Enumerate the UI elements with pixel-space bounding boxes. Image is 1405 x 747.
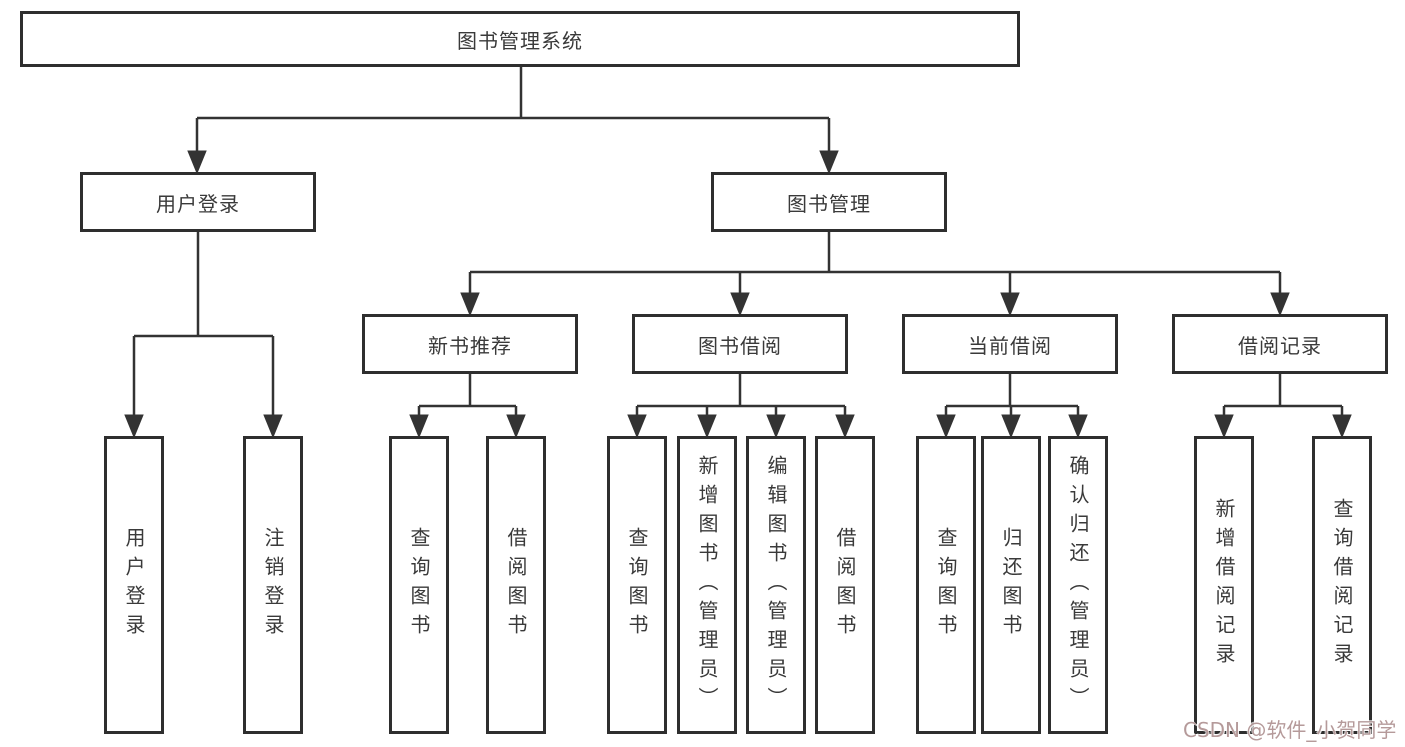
node-new-book-recommend: 新书推荐 (362, 314, 578, 374)
node-label: 新书推荐 (428, 333, 512, 358)
node-current-borrowing: 当前借阅 (902, 314, 1118, 374)
node-label: 用户登录 (156, 191, 240, 216)
connector-new-book-recommend-to-leaves (409, 374, 526, 439)
node-label: 用户登录 (122, 527, 146, 643)
leaf-cb-confirm-return-admin: 确认归还（管理员） (1048, 436, 1108, 734)
node-label: 借阅图书 (504, 527, 528, 643)
node-label: 注销登录 (261, 527, 285, 643)
connector-root-to-level2 (187, 67, 839, 175)
node-label: 查询图书 (934, 527, 958, 643)
node-borrowing-records: 借阅记录 (1172, 314, 1388, 374)
node-label: 图书借阅 (698, 333, 782, 358)
leaf-logout: 注销登录 (243, 436, 303, 734)
connector-user-login-to-leaves (124, 232, 283, 439)
connector-book-borrowing-to-leaves (627, 374, 855, 439)
node-label: 编辑图书（管理员） (764, 454, 788, 716)
leaf-cb-return-books: 归还图书 (981, 436, 1041, 734)
node-label: 新增借阅记录 (1212, 498, 1236, 672)
node-label: 查询借阅记录 (1330, 498, 1354, 672)
node-book-borrowing: 图书借阅 (632, 314, 848, 374)
node-book-management: 图书管理 (711, 172, 947, 232)
node-label: 图书管理 (787, 191, 871, 216)
leaf-bb-edit-books-admin: 编辑图书（管理员） (746, 436, 806, 734)
leaf-nbr-borrow-books: 借阅图书 (486, 436, 546, 734)
node-user-login: 用户登录 (80, 172, 316, 232)
node-label: 当前借阅 (968, 333, 1052, 358)
node-label: 借阅记录 (1238, 333, 1322, 358)
node-label: 查询图书 (625, 527, 649, 643)
leaf-user-login: 用户登录 (104, 436, 164, 734)
leaf-bb-query-books: 查询图书 (607, 436, 667, 734)
leaf-br-query-borrow-record: 查询借阅记录 (1312, 436, 1372, 734)
connector-borrowing-records-to-leaves (1214, 374, 1352, 439)
connector-current-borrowing-to-leaves (936, 374, 1088, 439)
node-label: 确认归还（管理员） (1066, 454, 1090, 716)
node-root-book-management-system: 图书管理系统 (20, 11, 1020, 67)
leaf-nbr-query-books: 查询图书 (389, 436, 449, 734)
leaf-bb-borrow-books: 借阅图书 (815, 436, 875, 734)
connector-book-management-to-level3 (460, 232, 1290, 317)
csdn-watermark: CSDN @软件_小贺同学 (1183, 718, 1397, 742)
leaf-cb-query-books: 查询图书 (916, 436, 976, 734)
node-label: 图书管理系统 (457, 28, 583, 53)
leaf-br-add-borrow-record: 新增借阅记录 (1194, 436, 1254, 734)
node-label: 归还图书 (999, 527, 1023, 643)
node-label: 新增图书（管理员） (695, 454, 719, 716)
node-label: 借阅图书 (833, 527, 857, 643)
leaf-bb-add-books-admin: 新增图书（管理员） (677, 436, 737, 734)
node-label: 查询图书 (407, 527, 431, 643)
